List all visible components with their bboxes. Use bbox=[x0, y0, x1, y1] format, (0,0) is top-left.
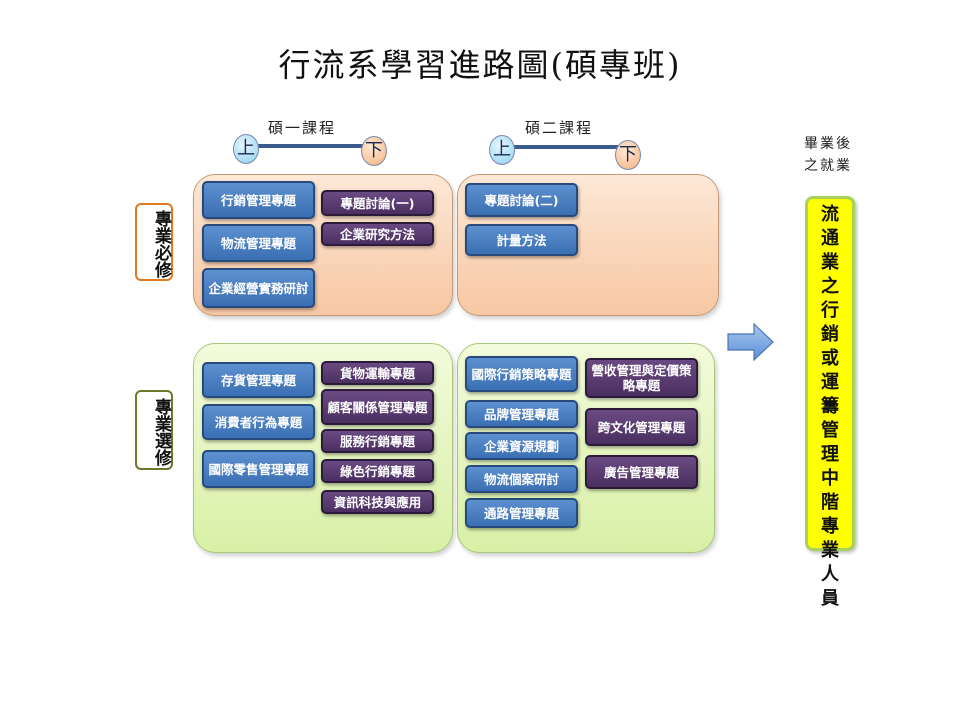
year2-label: 碩二課程 bbox=[525, 119, 594, 137]
year2-lower-marker: 下 bbox=[615, 140, 641, 170]
course-seminar-2: 專題討論(二) bbox=[465, 183, 578, 217]
elective-category-label: 專業選修 bbox=[135, 390, 173, 470]
course-logistics-cases: 物流個案研討 bbox=[465, 465, 578, 493]
career-label-text: 畢業後之就業 bbox=[804, 136, 852, 174]
course-freight-transport: 貨物運輸專題 bbox=[321, 361, 434, 385]
career-target: 流通業之行銷或運籌管理中階專業人員 bbox=[805, 196, 855, 609]
year1-timeline bbox=[248, 144, 378, 148]
course-quantitative-methods: 計量方法 bbox=[465, 224, 578, 256]
course-inventory-mgmt: 存貨管理專題 bbox=[202, 362, 315, 398]
course-revenue-pricing: 營收管理與定價策略專題 bbox=[585, 358, 698, 398]
page-title: 行流系學習進路圖(碩專班) bbox=[278, 46, 682, 84]
course-marketing-mgmt: 行銷管理專題 bbox=[202, 181, 315, 219]
course-brand-mgmt: 品牌管理專題 bbox=[465, 400, 578, 428]
year1-upper-marker: 上 bbox=[233, 134, 259, 164]
course-seminar-1: 專題討論(一) bbox=[321, 190, 434, 216]
course-erp: 企業資源規劃 bbox=[465, 432, 578, 460]
arrow-right-icon bbox=[727, 322, 774, 362]
year2-upper-marker: 上 bbox=[489, 135, 515, 165]
course-cross-cultural-mgmt: 跨文化管理專題 bbox=[585, 408, 698, 446]
course-consumer-behavior: 消費者行為專題 bbox=[202, 404, 315, 440]
course-advertising-mgmt: 廣告管理專題 bbox=[585, 455, 698, 489]
course-crm: 顧客關係管理專題 bbox=[321, 389, 434, 425]
course-it-applications: 資訊科技與應用 bbox=[321, 490, 434, 514]
course-channel-mgmt: 通路管理專題 bbox=[465, 498, 578, 528]
required-category-label: 專業必修 bbox=[135, 203, 173, 281]
course-intl-marketing-strategy: 國際行銷策略專題 bbox=[465, 356, 578, 392]
course-green-marketing: 綠色行銷專題 bbox=[321, 459, 434, 483]
course-intl-retail-mgmt: 國際零售管理專題 bbox=[202, 450, 315, 488]
course-business-practice: 企業經營實務研討 bbox=[202, 268, 315, 308]
career-label: 畢業後之就業 bbox=[793, 133, 863, 177]
course-research-methods: 企業研究方法 bbox=[321, 222, 434, 246]
year1-lower-marker: 下 bbox=[361, 136, 387, 166]
career-target-text: 流通業之行銷或運籌管理中階專業人員 bbox=[821, 204, 839, 609]
year2-timeline bbox=[505, 145, 623, 149]
course-logistics-mgmt: 物流管理專題 bbox=[202, 224, 315, 262]
year1-label: 碩一課程 bbox=[268, 119, 337, 137]
course-service-marketing: 服務行銷專題 bbox=[321, 429, 434, 453]
